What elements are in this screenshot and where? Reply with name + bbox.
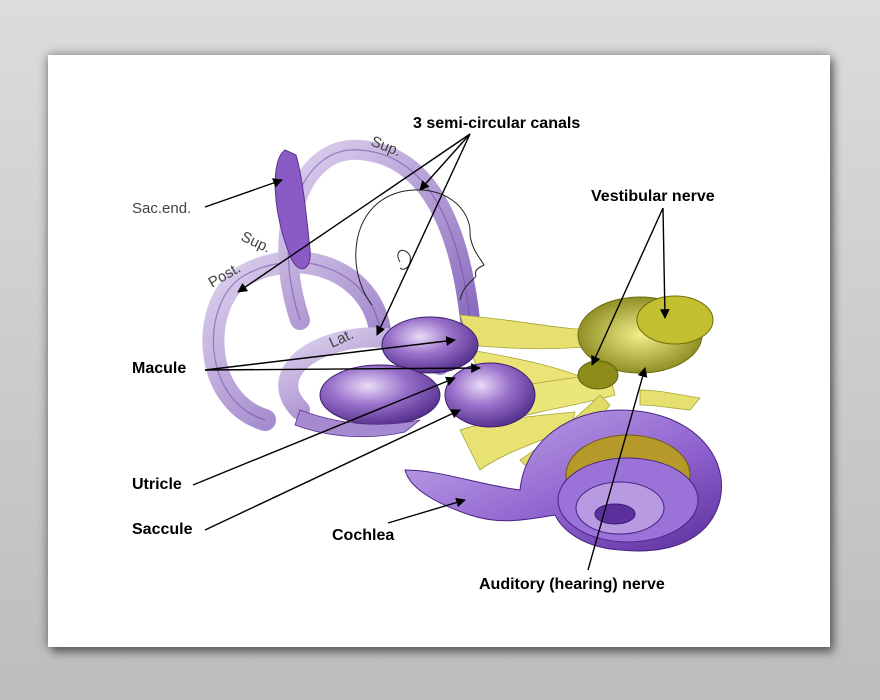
- utricle-sac: [381, 316, 479, 374]
- superior-canal: [278, 139, 480, 330]
- label-saccule: Saccule: [132, 521, 193, 538]
- label-canals: 3 semi-circular canals: [413, 115, 580, 132]
- label-auditory: Auditory (hearing) nerve: [479, 576, 665, 593]
- label-macule: Macule: [132, 360, 186, 377]
- label-cochlea: Cochlea: [332, 527, 394, 544]
- vestibular-ganglion: [577, 295, 714, 390]
- label-vestibular: Vestibular nerve: [591, 188, 715, 205]
- ampulla: [319, 364, 441, 426]
- saccule-sac: [444, 362, 536, 428]
- leader-arrows: [192, 133, 670, 571]
- label-sac-end: Sac.end.: [132, 200, 191, 217]
- cochlea-spiral: [404, 409, 722, 552]
- head-outline-icon: [355, 189, 485, 306]
- label-sup-mid: Sup.: [238, 228, 273, 256]
- label-utricle: Utricle: [132, 476, 182, 493]
